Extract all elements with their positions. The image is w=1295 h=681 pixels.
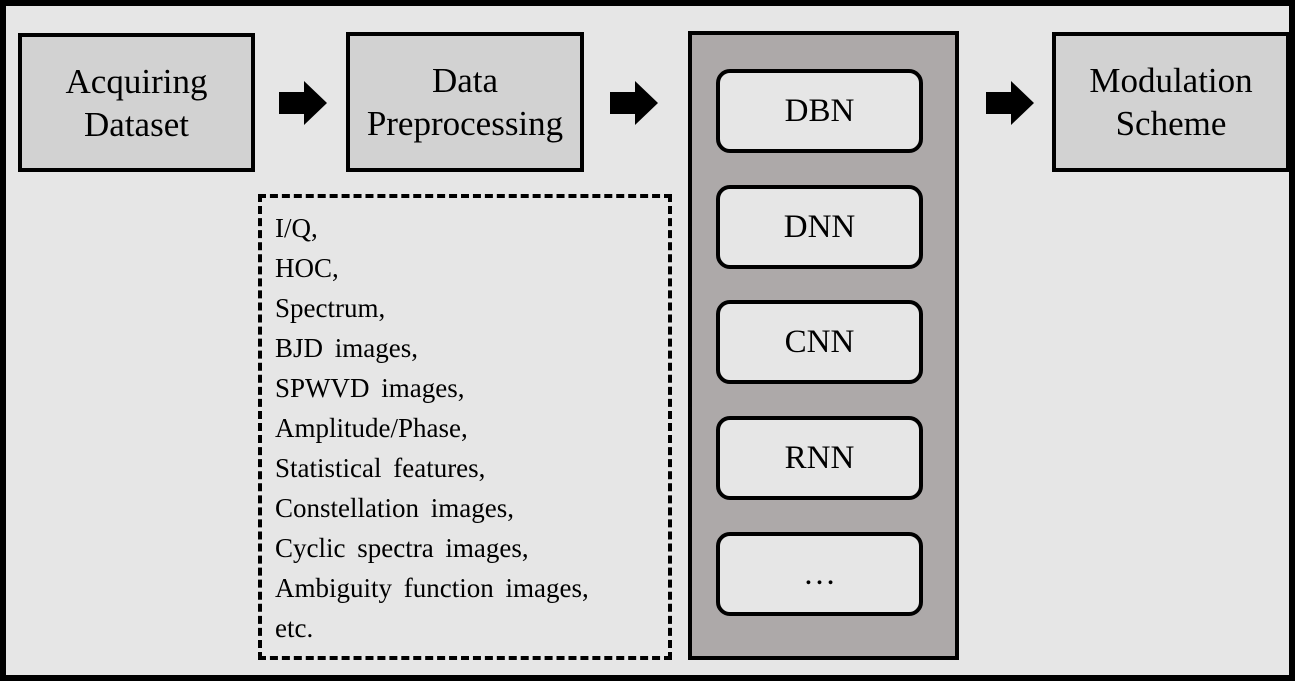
feature-item: SPWVD images,	[275, 373, 465, 403]
model-label: RNN	[784, 439, 855, 476]
right-arrow-icon	[279, 81, 327, 125]
model-label: CNN	[784, 323, 855, 360]
feature-item: BJD images,	[275, 333, 418, 363]
model-label: DBN	[784, 92, 855, 129]
model-cnn: CNN	[716, 300, 923, 384]
stage-label: Acquiring Dataset	[65, 61, 208, 144]
feature-item: HOC,	[275, 253, 339, 283]
feature-item: etc.	[275, 613, 314, 643]
stage-acquiring-dataset: Acquiring Dataset	[18, 33, 255, 172]
model-more: …	[716, 532, 923, 616]
stage-label: Modulation Scheme	[1089, 61, 1253, 143]
feature-item: I/Q,	[275, 213, 318, 243]
stage-label: Data Preprocessing	[366, 61, 564, 143]
model-label: …	[803, 555, 836, 592]
stage-data-preprocessing: Data Preprocessing	[346, 32, 584, 172]
model-dbn: DBN	[716, 69, 923, 153]
model-label: DNN	[783, 208, 856, 245]
models-panel: DBN DNN CNN RNN …	[688, 31, 959, 660]
features-list: I/Q, HOC, Spectrum, BJD images, SPWVD im…	[275, 208, 668, 648]
features-list-box: I/Q, HOC, Spectrum, BJD images, SPWVD im…	[258, 194, 672, 660]
right-arrow-icon	[986, 81, 1034, 125]
model-dnn: DNN	[716, 185, 923, 269]
feature-item: Statistical features,	[275, 453, 486, 483]
model-rnn: RNN	[716, 416, 923, 500]
feature-item: Constellation images,	[275, 493, 514, 523]
stage-modulation-scheme: Modulation Scheme	[1052, 32, 1290, 172]
right-arrow-icon	[610, 81, 658, 125]
feature-item: Cyclic spectra images,	[275, 533, 529, 563]
feature-item: Amplitude/Phase,	[275, 413, 468, 443]
feature-item: Spectrum,	[275, 293, 386, 323]
feature-item: Ambiguity function images,	[275, 573, 589, 603]
